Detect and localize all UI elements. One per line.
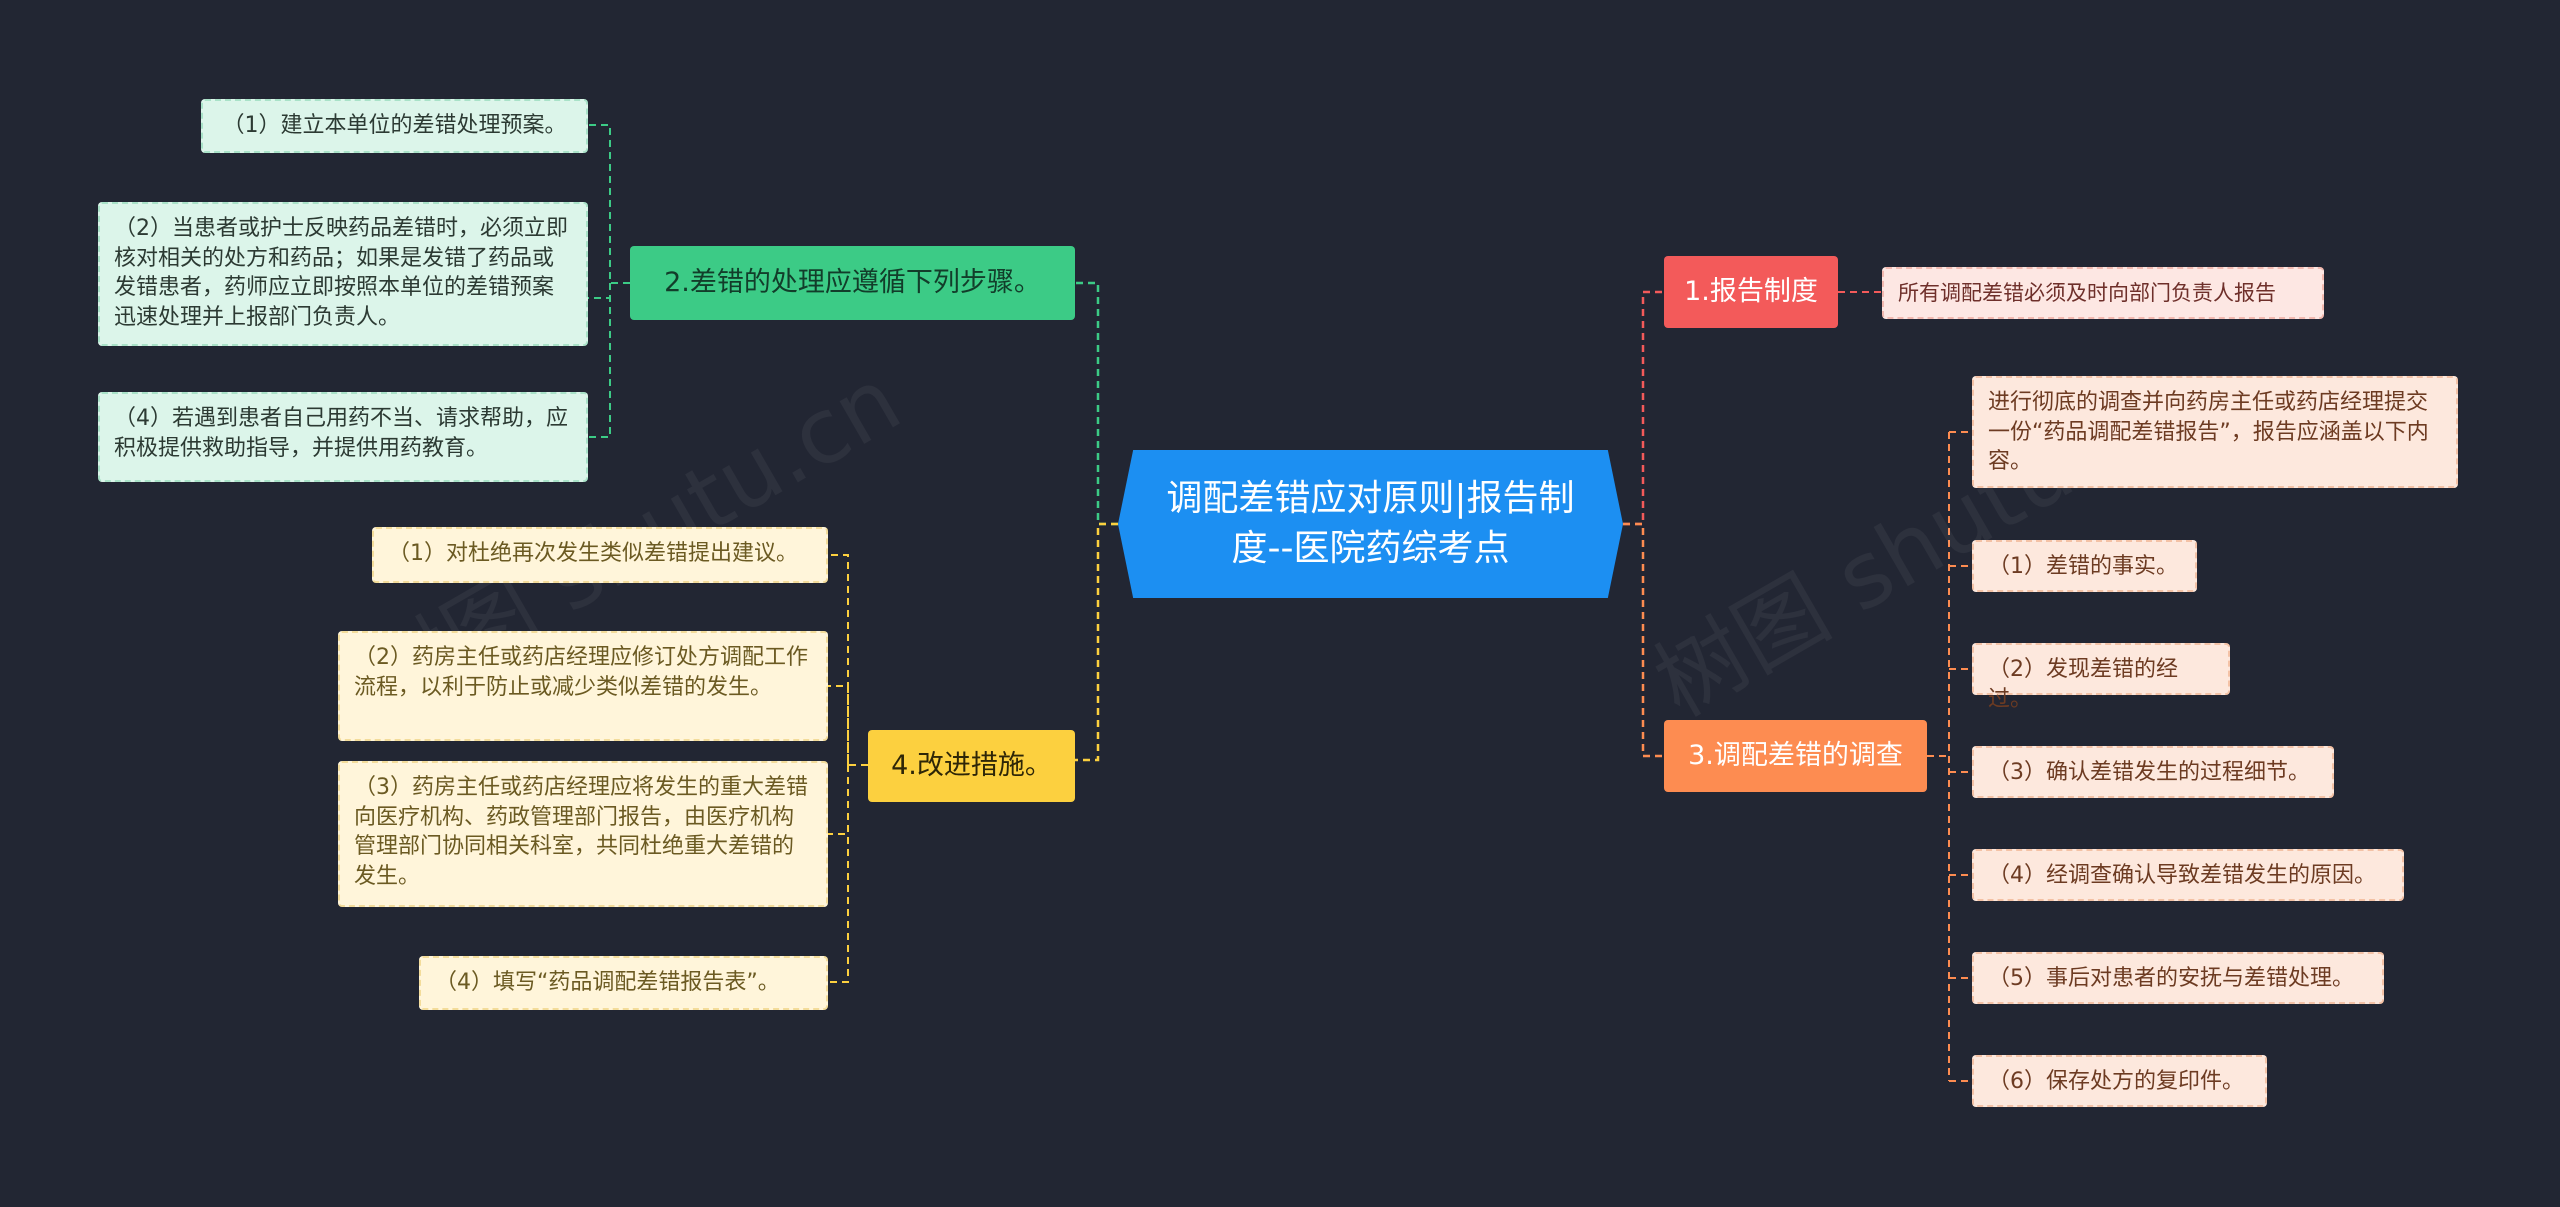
- leaf-investigation-4[interactable]: （4）经调查确认导致差错发生的原因。: [1972, 849, 2404, 901]
- leaf-investigation-2[interactable]: （2）发现差错的经过。: [1972, 643, 2230, 712]
- branch-error-handling[interactable]: 2.差错的处理应遵循下列步骤。: [630, 246, 1075, 320]
- leaf-investigation-1[interactable]: （1）差错的事实。: [1972, 540, 2197, 592]
- leaf-investigation-intro[interactable]: 进行彻底的调查并向药房主任或药店经理提交一份“药品调配差错报告”，报告应涵盖以下…: [1972, 376, 2458, 488]
- leaf-improvement-1[interactable]: （1）对杜绝再次发生类似差错提出建议。: [372, 527, 828, 583]
- leaf-investigation-5[interactable]: （5）事后对患者的安抚与差错处理。: [1972, 952, 2384, 1004]
- leaf-investigation-6[interactable]: （6）保存处方的复印件。: [1972, 1055, 2267, 1107]
- leaf-error-handling-4[interactable]: （4）若遇到患者自己用药不当、请求帮助，应积极提供救助指导，并提供用药教育。: [98, 392, 588, 482]
- branch-improvement[interactable]: 4.改进措施。: [868, 730, 1075, 802]
- leaf-improvement-2[interactable]: （2）药房主任或药店经理应修订处方调配工作流程，以利于防止或减少类似差错的发生。: [338, 631, 828, 741]
- leaf-improvement-4[interactable]: （4）填写“药品调配差错报告表”。: [419, 956, 828, 1010]
- leaf-investigation-3[interactable]: （3）确认差错发生的过程细节。: [1972, 746, 2334, 798]
- branch-reporting[interactable]: 1.报告制度: [1664, 256, 1838, 328]
- leaf-reporting-1[interactable]: 所有调配差错必须及时向部门负责人报告: [1882, 267, 2324, 319]
- leaf-error-handling-1[interactable]: （1）建立本单位的差错处理预案。: [201, 99, 588, 153]
- leaf-error-handling-2[interactable]: （2）当患者或护士反映药品差错时，必须立即核对相关的处方和药品；如果是发错了药品…: [98, 202, 588, 346]
- leaf-improvement-3[interactable]: （3）药房主任或药店经理应将发生的重大差错向医疗机构、药政管理部门报告，由医疗机…: [338, 761, 828, 907]
- root-topic[interactable]: 调配差错应对原则|报告制度--医院药综考点: [1118, 450, 1623, 598]
- branch-investigation[interactable]: 3.调配差错的调查: [1664, 720, 1927, 792]
